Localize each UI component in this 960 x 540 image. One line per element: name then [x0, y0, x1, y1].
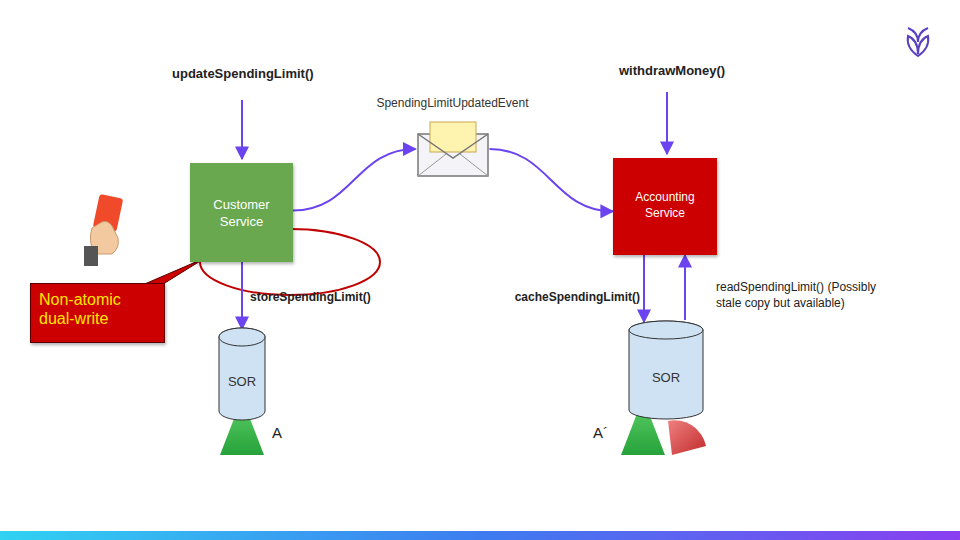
message-arrow	[241, 262, 243, 329]
callout-tail	[140, 258, 205, 286]
event-message: SpendingLimitUpdatedEvent	[370, 96, 535, 186]
logo	[908, 28, 929, 56]
call-arrow	[241, 100, 243, 159]
node-label: SOR	[628, 370, 704, 385]
node-label: Customer Service	[196, 197, 287, 231]
service-box: Accounting Service	[613, 158, 717, 255]
service-box: Customer Service	[190, 163, 293, 262]
text-label: A	[272, 423, 282, 443]
node-label: SOR	[218, 374, 266, 389]
edge-label: cacheSpendingLimit()	[470, 290, 640, 306]
text-label: A´	[593, 423, 608, 443]
message-arrow	[643, 255, 645, 322]
message-arrow	[293, 149, 416, 211]
bottom-bar	[0, 531, 960, 540]
edge-label: readSpendingLimit() (Possibly stale copy…	[716, 280, 881, 311]
red-card-hand	[84, 194, 123, 266]
envelope-icon	[416, 120, 490, 178]
callout-text: Non-atomic dual-write	[39, 290, 156, 328]
database-cylinder: SOR	[628, 320, 704, 420]
event-name: SpendingLimitUpdatedEvent	[370, 96, 535, 110]
call-arrow	[666, 92, 668, 154]
callout-box: Non-atomic dual-write	[30, 283, 165, 343]
text-label: updateSpendingLimit()	[172, 66, 314, 83]
message-arrow	[684, 255, 686, 320]
node-label: Accounting Service	[619, 190, 711, 221]
data-pie	[668, 420, 706, 455]
text-label: withdrawMoney()	[619, 63, 725, 80]
message-arrow	[490, 149, 614, 211]
edge-label: storeSpendingLimit()	[250, 290, 420, 306]
database-cylinder: SOR	[218, 327, 266, 421]
